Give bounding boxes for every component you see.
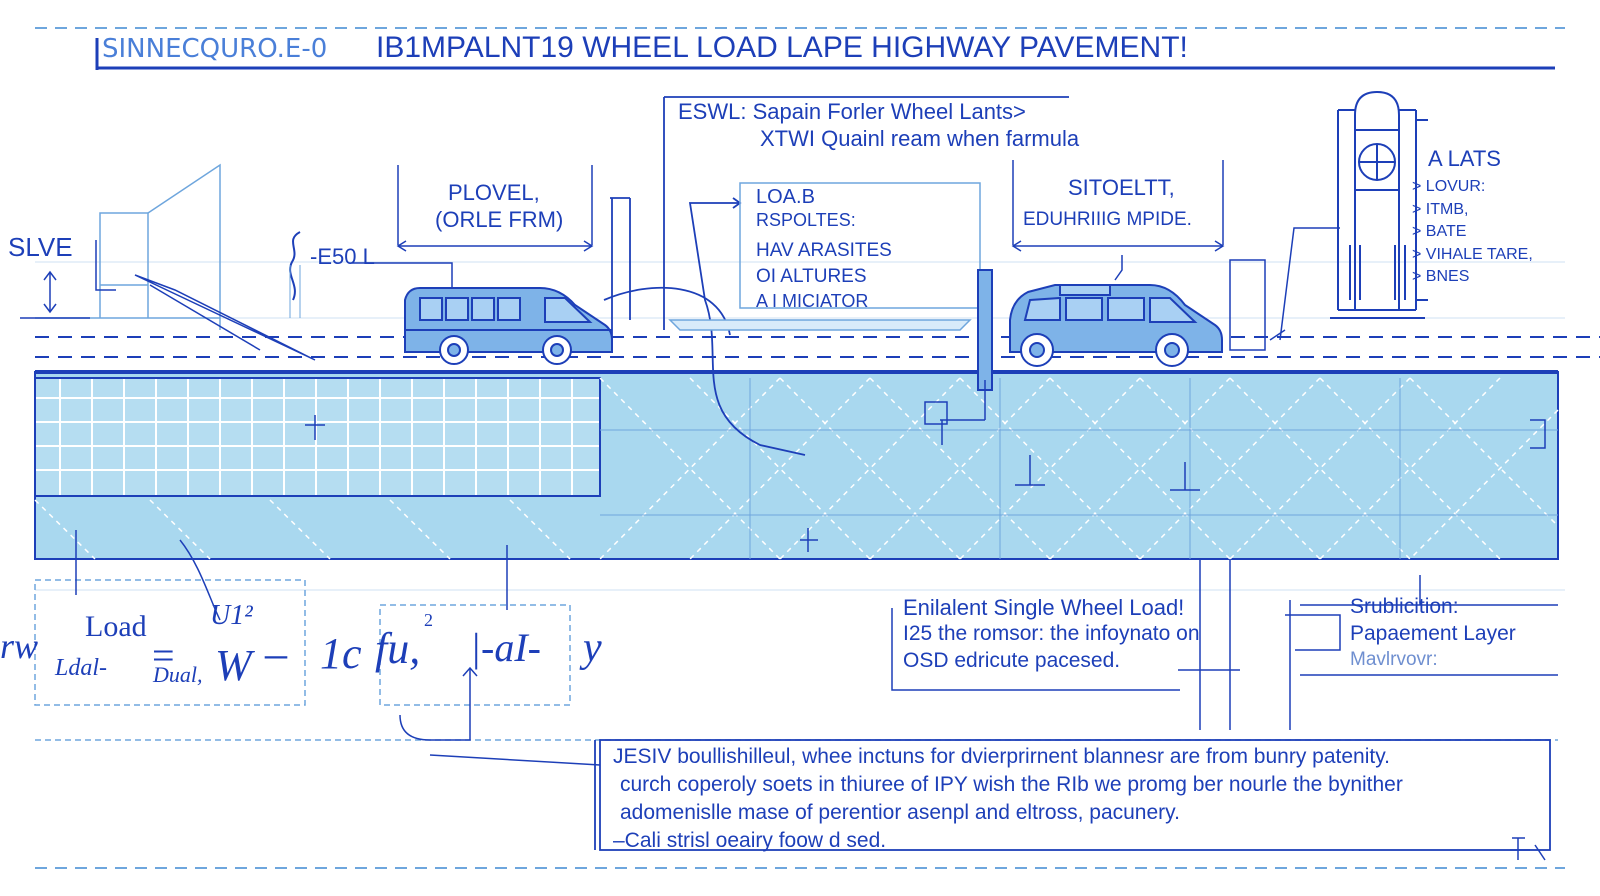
formula-box-2 xyxy=(379,604,571,706)
legend-title: A LATS xyxy=(1428,146,1501,171)
formula-ic: 1c xyxy=(320,629,362,678)
formula-y: y xyxy=(583,625,602,671)
formula-dual: Dual, xyxy=(153,662,203,687)
legend-item: > BATE xyxy=(1412,223,1467,240)
paragraph-line-3: adomenislle mase of perentior asenpl and… xyxy=(620,801,1180,824)
formula-minus: – xyxy=(265,629,287,678)
formula-ai: |-aI- xyxy=(470,625,541,670)
formula-fu-superscript: 2 xyxy=(424,610,433,630)
legend-item: > ITMB, xyxy=(1412,200,1469,218)
eswl-note-line-2: I25 the romsor: the infoynato on xyxy=(903,622,1200,645)
eswl-note-line-1: Enilalent Single Wheel Load! xyxy=(903,595,1185,620)
formula-load-top: Load xyxy=(85,610,147,643)
paragraph-line-2: curch coperoly soets in thiuree of IPY w… xyxy=(620,773,1403,796)
dimension-squiggle xyxy=(289,231,301,301)
legend-item: > BNES xyxy=(1412,268,1470,285)
van-left xyxy=(404,287,613,365)
load-box-item-1: HAV ARASITES xyxy=(756,240,892,261)
legend-item: > LOVUR: xyxy=(1412,178,1486,195)
description-paragraph: JESIV boullishilleul, whee inctuns for d… xyxy=(613,743,1553,855)
paragraph-line-1: JESIV boullishilleul, whee inctuns for d… xyxy=(613,745,1390,768)
formula-equals: = xyxy=(152,633,175,678)
legend-item: > VIHALE TARE, xyxy=(1412,245,1533,263)
load-properties-box xyxy=(739,182,981,309)
formula-w-term: W xyxy=(215,641,252,690)
sitoeltt-label: SITOELTT, xyxy=(1068,175,1175,200)
paragraph-box xyxy=(599,739,1551,851)
formula-w-superscript: U1² xyxy=(210,600,253,631)
formula-box-1 xyxy=(34,579,306,706)
corner-mark-icon xyxy=(1510,837,1546,861)
formula-load-bottom: Ldal- xyxy=(55,655,108,681)
page-title: IB1MPALNT19 WHEEL LOAD LAPE HIGHWAY PAVE… xyxy=(376,31,1188,64)
legend-list: > LOVUR: > ITMB, > BATE > VIHALE TARE, >… xyxy=(1412,176,1533,289)
eswl-line-2: XTWI Quainl ream when farmula xyxy=(760,126,1080,151)
eduhriiig-label: EDUHRIIIG MPIDE. xyxy=(1023,209,1192,230)
formula-fu: fu, xyxy=(375,624,421,673)
pavement-note-line-1: Srublicition: xyxy=(1350,595,1459,618)
eswl-line-1: ESWL: Sapain Forler Wheel Lants> xyxy=(678,99,1026,124)
base-course-grid xyxy=(34,377,601,497)
pavement-note-line-3: Mavlrvovr: xyxy=(1350,649,1438,670)
paragraph-line-4: –Cali strisl oeairy foow d sed. xyxy=(613,829,887,852)
orle-frm-label: (ORLE FRM) xyxy=(435,207,564,232)
e50l-label: -E50 L xyxy=(310,244,375,269)
center-post xyxy=(977,269,993,391)
load-box-title: LOA.B xyxy=(756,186,815,208)
slve-label: SLVE xyxy=(8,232,73,262)
formula-prefix: rw xyxy=(0,626,39,666)
eswl-note-line-3: OSD edricute pacesed. xyxy=(903,649,1121,672)
pavement-note-line-2: Papaement Layer xyxy=(1350,622,1516,645)
subgrade-lattice xyxy=(34,377,1559,560)
load-box-item-2: OI ALTURES xyxy=(756,266,867,287)
plovel-label: PLOVEL, xyxy=(448,180,540,205)
van-right xyxy=(1009,284,1223,367)
load-box-subtitle: RSPOLTES: xyxy=(756,210,856,230)
right-tower xyxy=(1330,90,1428,319)
load-box-item-3: A I MICIATOR xyxy=(756,291,869,311)
title-left-label: SINNECQURO.E-0 xyxy=(102,34,328,64)
